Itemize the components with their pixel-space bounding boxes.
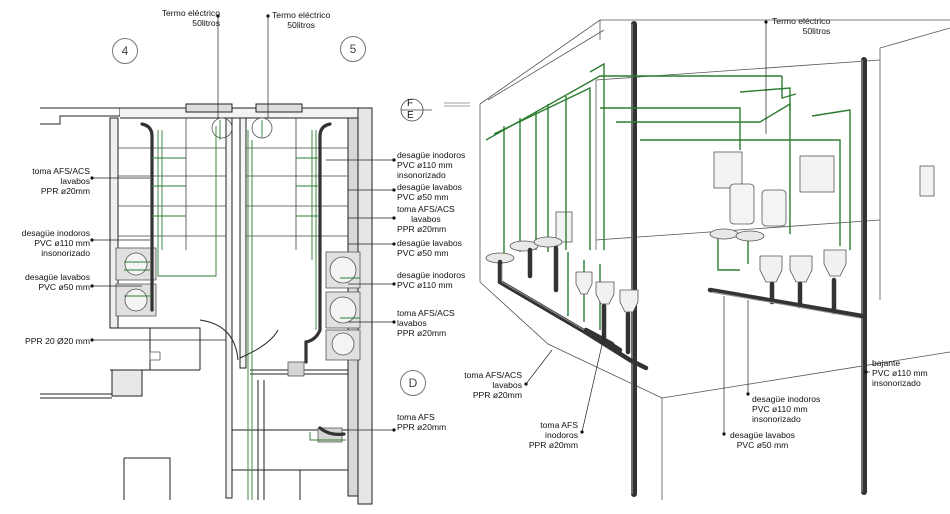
iso-toilets <box>575 249 847 313</box>
plan-drain-pipes <box>140 122 346 436</box>
iso-drain-pipes <box>497 245 865 371</box>
plan-fixtures <box>115 117 361 443</box>
plan-walls <box>40 103 373 505</box>
iso-supply-pipes <box>485 62 851 330</box>
compass-marker <box>400 98 470 122</box>
plan-ppr-left: PPR 20 Ø20 mm <box>25 336 90 346</box>
iso-callout-dots <box>524 20 868 436</box>
grid-label-5: 5 <box>340 36 366 62</box>
grid-label-d: D <box>400 370 426 396</box>
plan-supply-pipes <box>124 120 360 500</box>
iso-callouts <box>525 22 870 434</box>
plan-stalls <box>118 118 348 250</box>
iso-room <box>479 19 950 500</box>
iso-sinks <box>485 228 765 264</box>
plan-callout-dots <box>90 14 396 432</box>
compass-letter-top: F <box>407 98 414 109</box>
compass-letter-bottom: E <box>407 110 414 121</box>
grid-label-4: 4 <box>112 38 138 64</box>
plan-callouts <box>92 16 394 431</box>
iso-water-heaters <box>729 183 787 227</box>
iso-stacks <box>631 21 867 497</box>
